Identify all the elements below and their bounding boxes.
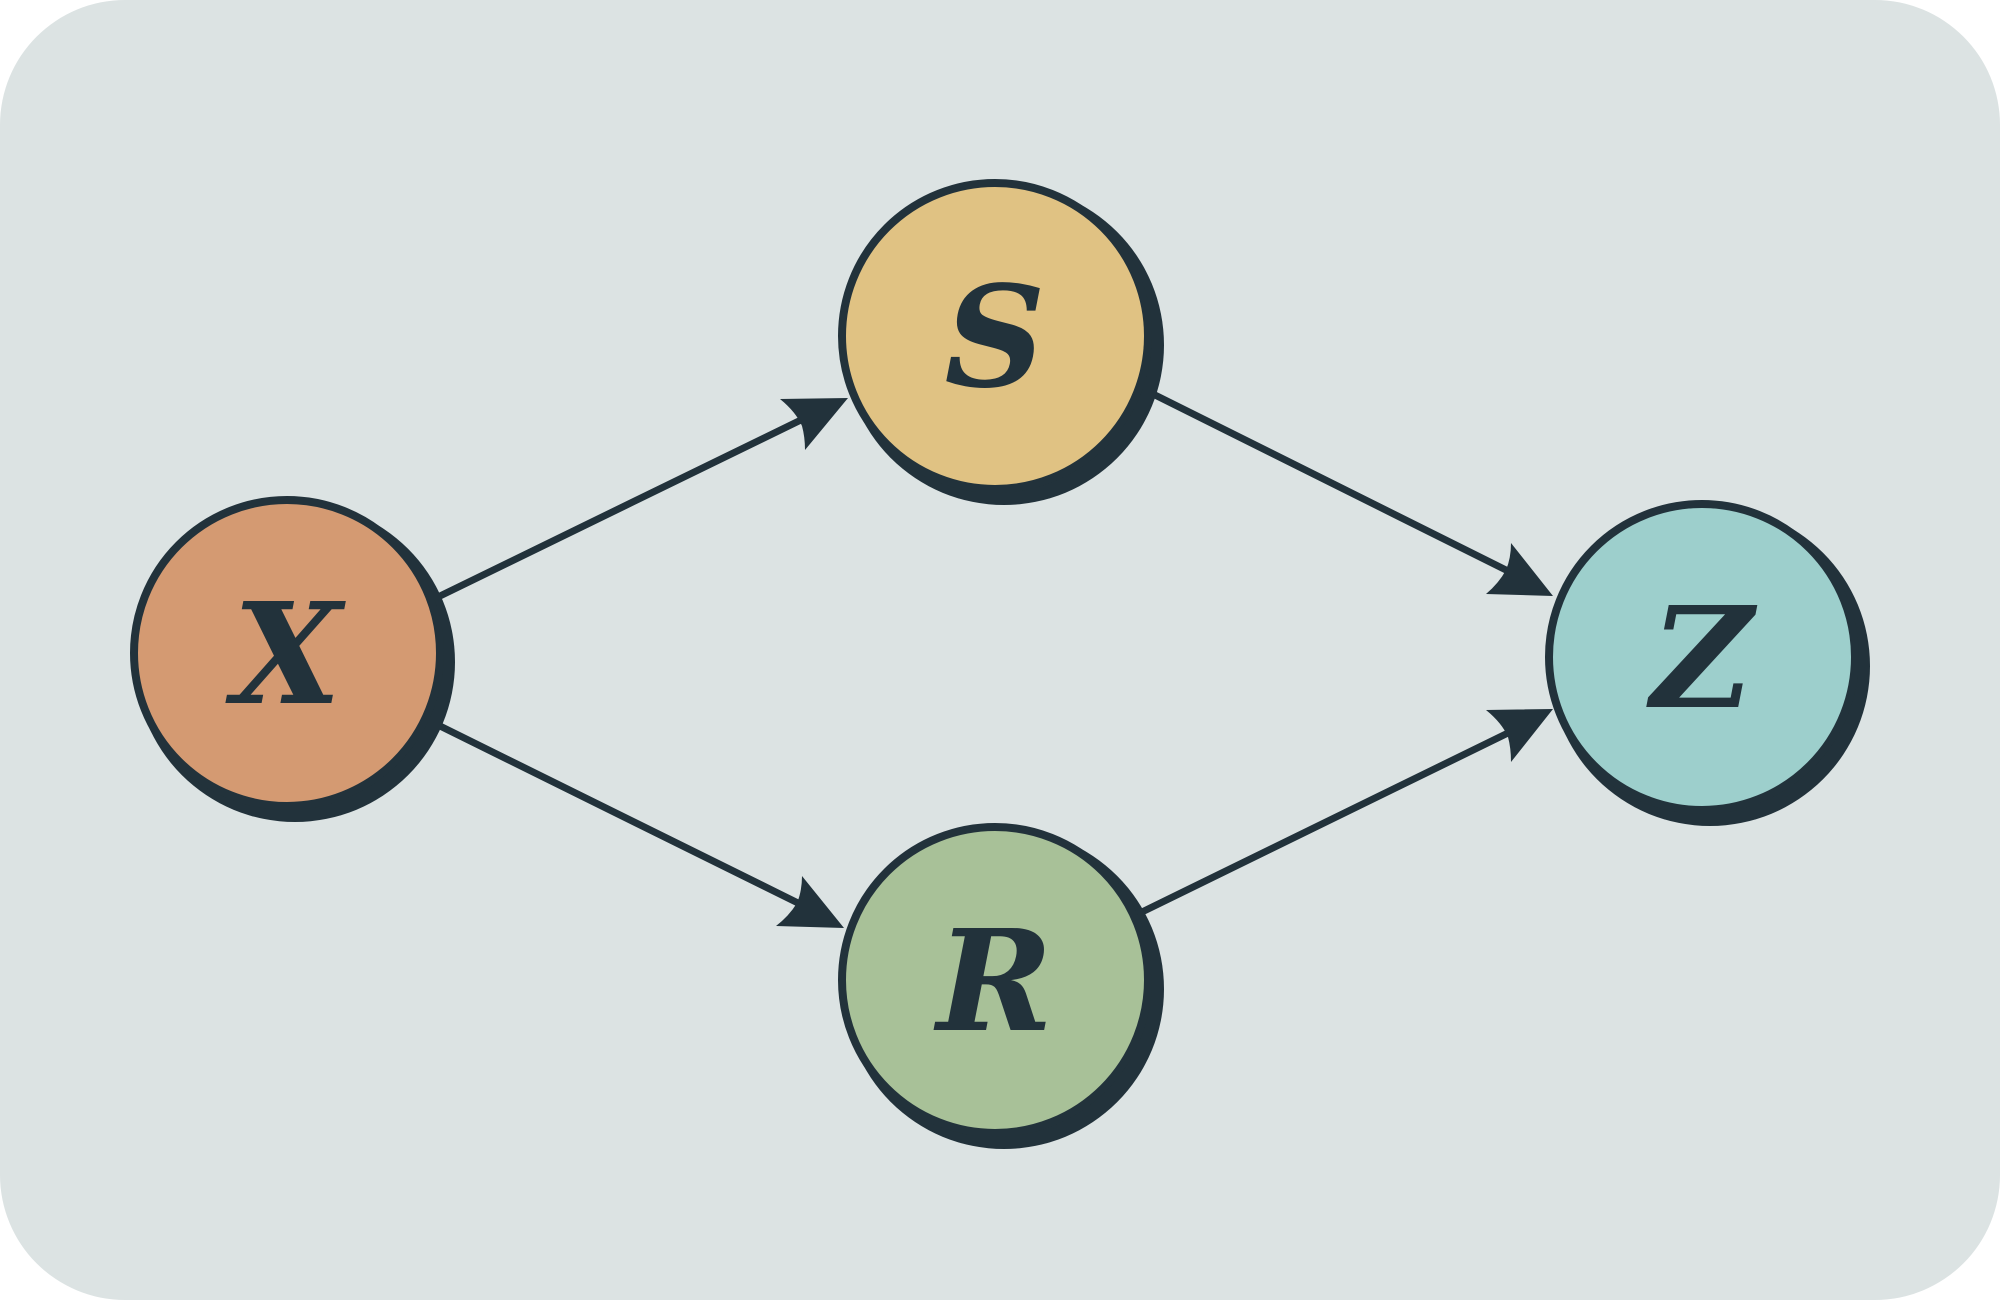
edge-r-to-z-line [1138, 728, 1514, 916]
node-s-circle [838, 179, 1152, 493]
node-z-label: Z [1646, 577, 1758, 741]
arrowhead-r-to-z [1486, 709, 1553, 762]
node-r-circle [838, 823, 1152, 1137]
edge-s-to-z-line [1149, 390, 1514, 576]
arrowhead-s-to-z [1486, 543, 1553, 596]
edge-x-to-s [436, 398, 848, 600]
node-r-label: R [933, 900, 1053, 1064]
arrowhead-x-to-s [780, 398, 848, 450]
node-x-circle [130, 496, 444, 810]
node-x-label: X [225, 573, 347, 737]
edge-x-to-r-line [436, 722, 804, 908]
node-x[interactable]: X [130, 496, 455, 822]
node-z[interactable]: Z [1545, 500, 1870, 826]
node-z-circle [1545, 500, 1859, 814]
edge-r-to-z [1138, 709, 1553, 916]
arrowhead-x-to-r [776, 876, 844, 928]
edge-s-to-z [1149, 390, 1553, 596]
node-s-label: S [944, 256, 1045, 420]
edge-x-to-r [436, 722, 844, 928]
edge-x-to-s-line [436, 414, 809, 600]
node-r[interactable]: R [838, 823, 1164, 1149]
node-s[interactable]: S [838, 179, 1164, 505]
edges [436, 390, 1553, 928]
